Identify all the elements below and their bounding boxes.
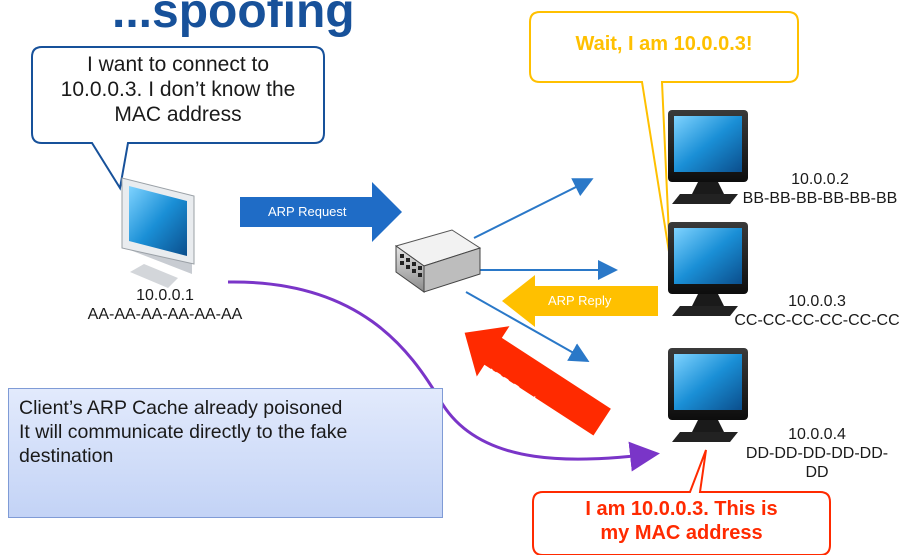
- arp-request-arrow: [240, 182, 402, 242]
- client-mac: AA-AA-AA-AA-AA-AA: [87, 306, 243, 324]
- victim-callout-bubble: [529, 11, 799, 259]
- client-computer-icon: [121, 177, 195, 288]
- host3-mac: CC-CC-CC-CC-CC-CC: [734, 312, 900, 330]
- host4-mac-line1: DD-DD-DD-DD-DD-: [745, 445, 889, 463]
- network-switch-icon: [394, 229, 482, 293]
- client-callout-bubble: [31, 46, 325, 191]
- host2-address-label: 10.0.0.2 BB-BB-BB-BB-BB-BB: [730, 170, 910, 208]
- host3-ip: 10.0.0.3: [788, 293, 846, 310]
- host3-address-label: 10.0.0.3 CC-CC-CC-CC-CC-CC: [722, 292, 912, 330]
- host4-ip: 10.0.0.4: [788, 426, 846, 443]
- host4-computer-icon: [668, 348, 748, 442]
- host4-address-label: 10.0.0.4 DD-DD-DD-DD-DD- DD: [732, 425, 902, 483]
- page-title: ...spoofing: [112, 0, 355, 38]
- host4-mac-line2: DD: [805, 464, 829, 482]
- host2-computer-icon: [668, 110, 748, 204]
- host2-ip: 10.0.0.2: [791, 171, 849, 188]
- victim-callout-text: Wait, I am 10.0.0.3!: [575, 33, 753, 55]
- client-ip: 10.0.0.1: [136, 287, 194, 304]
- fake-arp-reply-arrow: [464, 326, 611, 436]
- arp-request-label: ARP Request: [268, 204, 347, 219]
- attacker-callout-text: I am 10.0.0.3. This is my MAC address: [585, 498, 778, 544]
- host2-mac: BB-BB-BB-BB-BB-BB: [742, 190, 898, 208]
- poisoned-cache-note: Client’s ARP Cache already poisoned It w…: [8, 388, 443, 518]
- host3-computer-icon: [668, 222, 748, 316]
- arp-reply-arrow: [502, 275, 658, 327]
- link-to-host4: [465, 291, 590, 362]
- arp-reply-label: ARP Reply: [548, 293, 612, 308]
- link-to-host2: [473, 178, 594, 239]
- client-address-label: 10.0.0.1 AA-AA-AA-AA-AA-AA: [40, 286, 290, 324]
- client-callout-text: I want to connect to 10.0.0.3. I don’t k…: [60, 53, 296, 127]
